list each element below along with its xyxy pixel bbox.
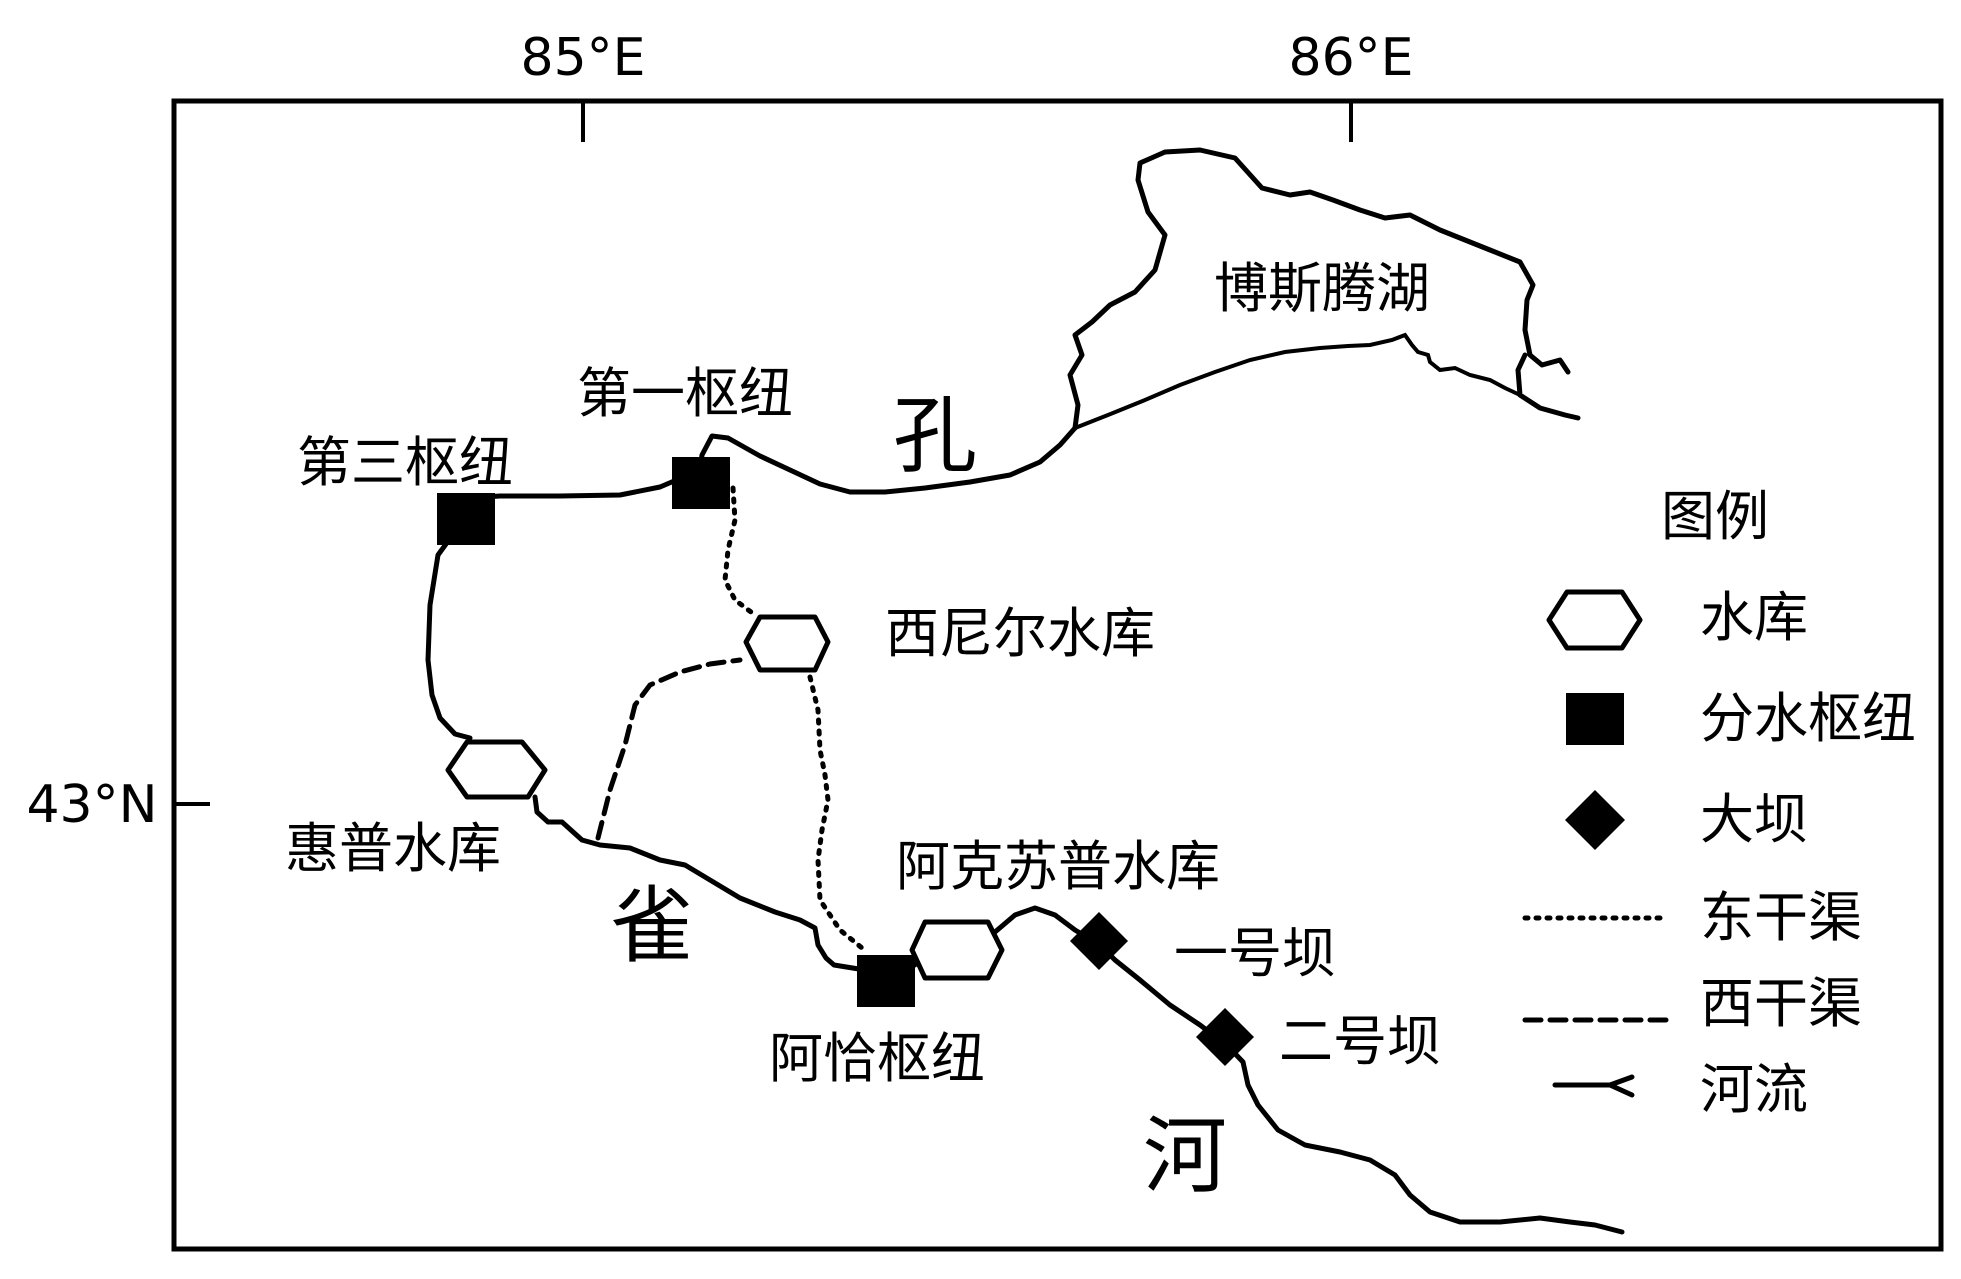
label-86e: 86°E (1288, 28, 1413, 88)
lake-outline (1067, 147, 1581, 431)
lake-inner-shore (1073, 332, 1522, 430)
label-reservoir-xinier: 西尼尔水库 (885, 602, 1155, 665)
hub-1 (672, 457, 730, 509)
hub-3 (437, 493, 495, 545)
dam-2 (1196, 1008, 1254, 1066)
label-lake: 博斯腾湖 (1214, 257, 1430, 320)
legend-hub-label: 分水枢纽 (1700, 687, 1916, 750)
label-hub-aqia: 阿恰枢纽 (769, 1027, 985, 1090)
label-hub-3: 第三枢纽 (297, 431, 513, 494)
legend-dam-symbol (1565, 790, 1625, 850)
legend-reservoir-label: 水库 (1700, 586, 1808, 649)
label-85e: 85°E (520, 28, 645, 88)
label-hub-1: 第一枢纽 (577, 362, 793, 425)
river-name-char-3: 河 (1143, 1107, 1227, 1205)
dam-1 (1070, 912, 1128, 970)
river-name-char-2: 雀 (610, 877, 694, 975)
legend-river-label: 河流 (1700, 1058, 1808, 1121)
label-reservoir-akesu: 阿克苏普水库 (896, 835, 1220, 898)
legend-dam-label: 大坝 (1700, 788, 1808, 851)
legend-east-canal-label: 东干渠 (1700, 886, 1862, 949)
west-canal (595, 657, 743, 841)
reservoir-akesu (909, 919, 1005, 981)
map-frame (171, 98, 1944, 1252)
legend-hub-symbol (1566, 693, 1624, 745)
reservoir-huipu (445, 739, 548, 800)
label-43n: 43°N (26, 775, 157, 835)
legend: 图例 水库 分水枢纽 大坝 东干渠 西干渠 河流 (1522, 485, 1916, 1121)
label-dam-2: 二号坝 (1279, 1010, 1441, 1073)
river-main (425, 425, 1625, 1235)
reservoir-xinier (743, 614, 831, 673)
east-canal (722, 485, 865, 951)
hub-aqia (857, 955, 915, 1007)
legend-west-canal-label: 西干渠 (1700, 972, 1862, 1035)
river-name-char-1: 孔 (893, 387, 977, 485)
label-dam-1: 一号坝 (1174, 922, 1336, 985)
legend-river-symbol (1552, 1074, 1635, 1098)
legend-title: 图例 (1661, 485, 1769, 548)
legend-reservoir-symbol (1546, 589, 1643, 651)
label-reservoir-huipu: 惠普水库 (285, 817, 501, 880)
